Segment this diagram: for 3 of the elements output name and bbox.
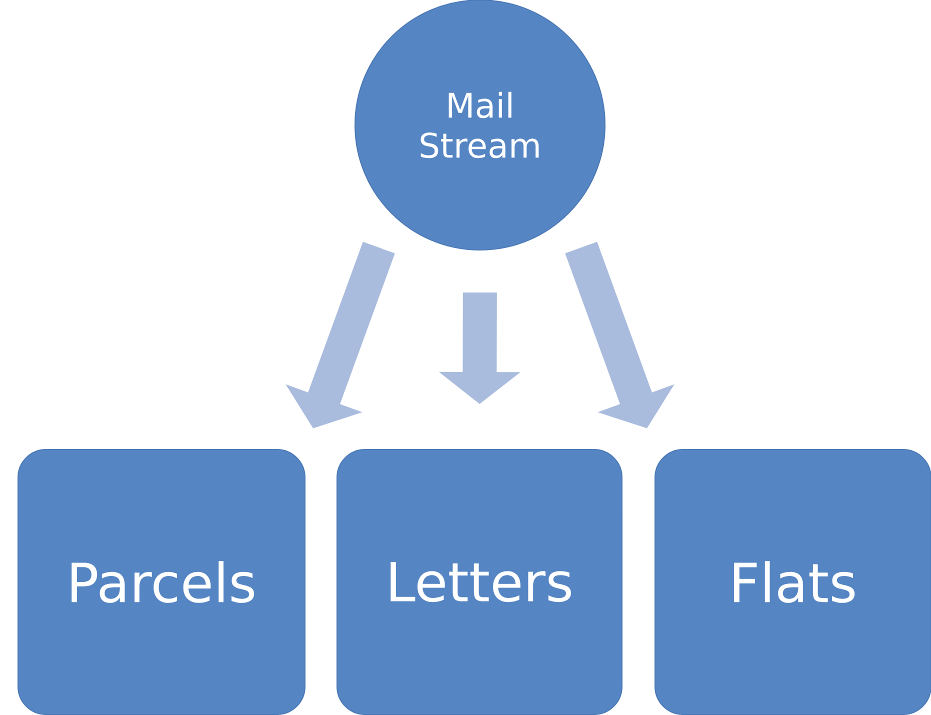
rounded-box: Parcels [18,449,306,715]
rounded-box: Flats [654,449,931,715]
rounded-box: Letters [336,449,622,715]
